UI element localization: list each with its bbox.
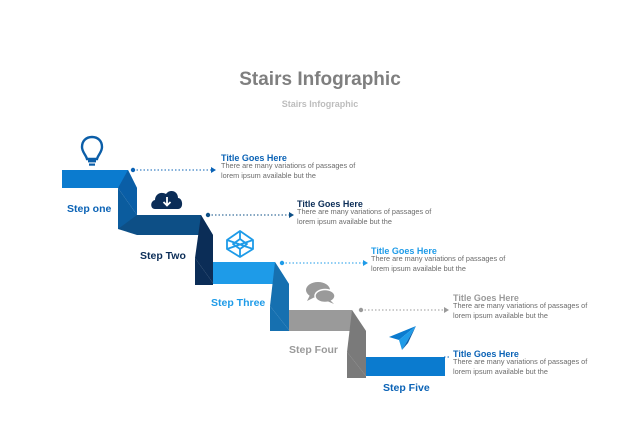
callout-title: Title Goes Here — [221, 153, 287, 163]
callout-3: Title Goes Here There are many variation… — [371, 246, 506, 274]
cloud-download-icon — [151, 190, 183, 209]
lightbulb-icon — [80, 135, 104, 166]
step-label-2: Step Two — [140, 250, 186, 262]
stair-step-1 — [62, 170, 137, 215]
step-label-3: Step Three — [211, 297, 266, 309]
page-title: Stairs Infographic — [239, 69, 401, 90]
codepen-cube-icon — [226, 230, 254, 258]
connector-lines — [133, 169, 450, 358]
callout-2: Title Goes Here There are many variation… — [297, 199, 432, 227]
callout-body: There are many variations of passages of… — [221, 161, 356, 180]
callout-title: Title Goes Here — [371, 246, 437, 256]
stair-step-5 — [347, 352, 445, 378]
connector-dots — [130, 167, 449, 313]
callout-body: There are many variations of passages of… — [371, 254, 506, 273]
stair-step-3 — [195, 258, 289, 330]
callout-body: There are many variations of passages of… — [297, 207, 432, 226]
step-label-1: Step one — [67, 203, 112, 215]
callout-title: Title Goes Here — [297, 199, 363, 209]
step-label-5: Step Five — [383, 382, 430, 394]
callout-1: Title Goes Here There are many variation… — [221, 153, 356, 181]
paper-plane-icon — [389, 326, 416, 350]
callout-title: Title Goes Here — [453, 349, 519, 359]
callout-body: There are many variations of passages of… — [453, 301, 588, 320]
stair-step-4 — [270, 306, 366, 376]
callout-4: Title Goes Here There are many variation… — [453, 293, 588, 321]
callout-body: There are many variations of passages of… — [453, 357, 588, 376]
page-subtitle: Stairs Infographic — [281, 99, 359, 109]
stair-step-2 — [118, 188, 213, 283]
step-label-4: Step Four — [289, 344, 338, 356]
callout-title: Title Goes Here — [453, 293, 519, 303]
chat-bubbles-icon — [306, 282, 336, 304]
callout-5: Title Goes Here There are many variation… — [453, 349, 588, 377]
